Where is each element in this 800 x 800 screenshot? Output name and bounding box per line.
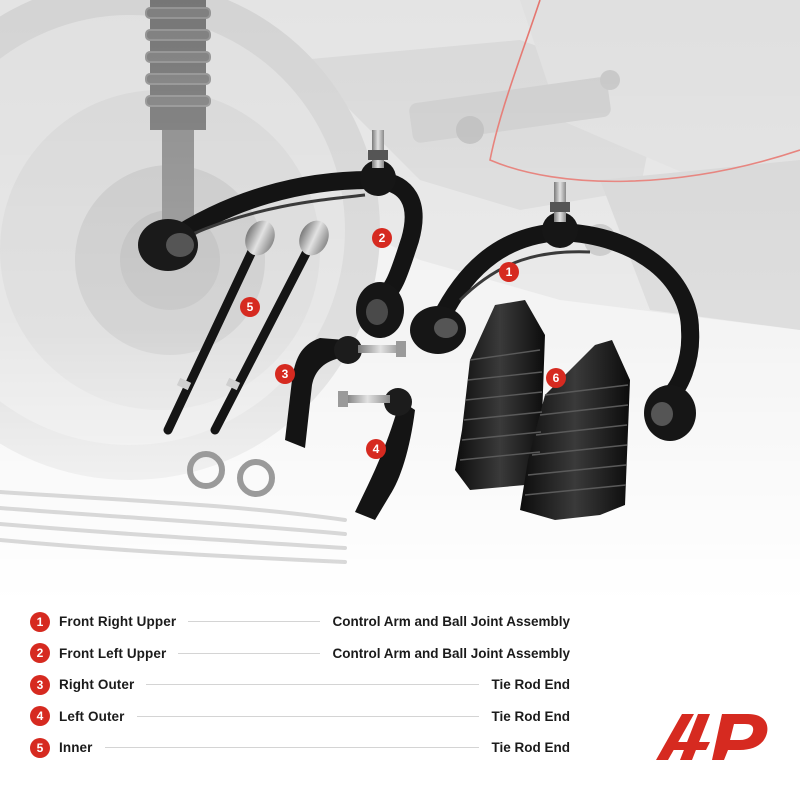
callout-5: 5 — [240, 297, 260, 317]
callout-6: 6 — [546, 368, 566, 388]
callout-4: 4 — [366, 439, 386, 459]
legend-label: Right Outer — [59, 677, 135, 693]
part-front-right-upper-arm — [410, 182, 700, 441]
parts-legend: 1 Front Right Upper Control Arm and Ball… — [30, 606, 570, 764]
svg-text:1: 1 — [506, 265, 513, 279]
svg-text:3: 3 — [282, 367, 289, 381]
leader-line — [104, 747, 480, 749]
legend-label: Front Right Upper — [59, 614, 177, 630]
legend-number: 5 — [30, 737, 50, 758]
leader-line — [178, 652, 321, 654]
callout-1: 1 — [499, 262, 519, 282]
leader-line — [146, 684, 480, 686]
brand-logo-icon — [656, 714, 768, 760]
part-inner-tie-rods — [163, 220, 329, 435]
leader-line — [188, 621, 321, 623]
legend-description: Tie Rod End — [491, 708, 570, 724]
legend-label: Inner — [59, 740, 93, 756]
svg-text:2: 2 — [379, 231, 386, 245]
callout-2: 2 — [372, 228, 392, 248]
part-left-outer-tie-rod — [338, 388, 415, 520]
legend-description: Control Arm and Ball Joint Assembly — [332, 614, 570, 630]
legend-number: 3 — [30, 674, 50, 695]
legend-row: 5 Inner Tie Rod End — [30, 732, 570, 764]
legend-description: Control Arm and Ball Joint Assembly — [332, 645, 570, 661]
legend-number: 4 — [30, 706, 50, 727]
suspension-parts-photo: 1 2 3 4 5 6 — [0, 0, 800, 600]
legend-label: Front Left Upper — [59, 645, 167, 661]
legend-row: 4 Left Outer Tie Rod End — [30, 701, 570, 733]
legend-row: 2 Front Left Upper Control Arm and Ball … — [30, 638, 570, 670]
leader-line — [136, 715, 480, 717]
part-right-outer-tie-rod — [285, 336, 406, 448]
callout-3: 3 — [275, 364, 295, 384]
part-rack-boots — [455, 300, 630, 520]
svg-text:4: 4 — [373, 442, 380, 456]
legend-row: 1 Front Right Upper Control Arm and Ball… — [30, 606, 570, 638]
legend-row: 3 Right Outer Tie Rod End — [30, 669, 570, 701]
legend-number: 2 — [30, 643, 50, 664]
svg-text:5: 5 — [247, 300, 254, 314]
part-front-left-upper-arm — [138, 130, 423, 338]
washers — [187, 451, 275, 497]
svg-text:6: 6 — [553, 371, 560, 385]
legend-description: Tie Rod End — [491, 740, 570, 756]
legend-number: 1 — [30, 611, 50, 632]
legend-label: Left Outer — [59, 708, 125, 724]
legend-description: Tie Rod End — [491, 677, 570, 693]
